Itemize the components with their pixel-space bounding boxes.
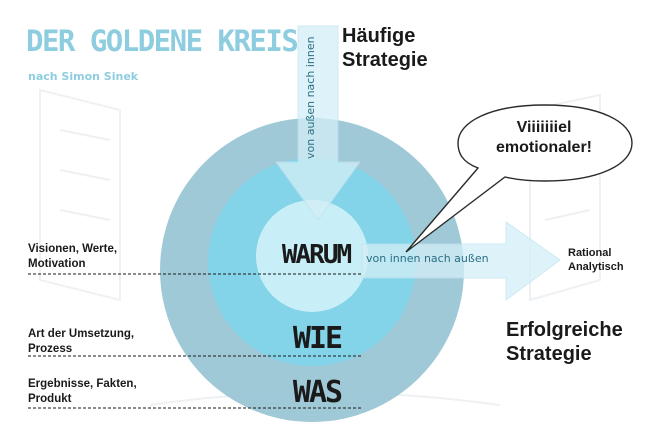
arrow-label-outside-in: von außen nach innen — [304, 36, 317, 160]
label-rational-analytical: Rational Analytisch — [568, 247, 624, 273]
inner-circle-warum — [256, 200, 368, 312]
circle-word-wie: WIE — [292, 321, 343, 356]
speech-bubble — [405, 104, 633, 253]
arrow-inside-out — [361, 221, 561, 301]
label-results-facts-product: Ergebnisse, Fakten, Produkt — [28, 378, 137, 405]
label-successful-strategy: Erfolgreiche Strategie — [506, 319, 623, 365]
arrow-outside-in — [275, 25, 361, 221]
label-vision-values-motivation: Visionen, Werte, Motivation — [28, 243, 118, 270]
label-implementation-process: Art der Umsetzung, Prozess — [28, 328, 135, 355]
page-subtitle: nach Simon Sinek — [28, 70, 139, 83]
circle-word-was: WAS — [292, 375, 343, 410]
page-title: DER GOLDENE KREIS — [26, 24, 299, 58]
circle-word-warum: WARUM — [281, 240, 352, 270]
label-common-strategy: Häufige Strategie — [342, 25, 428, 71]
arrow-label-inside-out: von innen nach außen — [366, 252, 489, 265]
speech-bubble-text: Viiiiiiiel emotionaler! — [495, 119, 592, 156]
